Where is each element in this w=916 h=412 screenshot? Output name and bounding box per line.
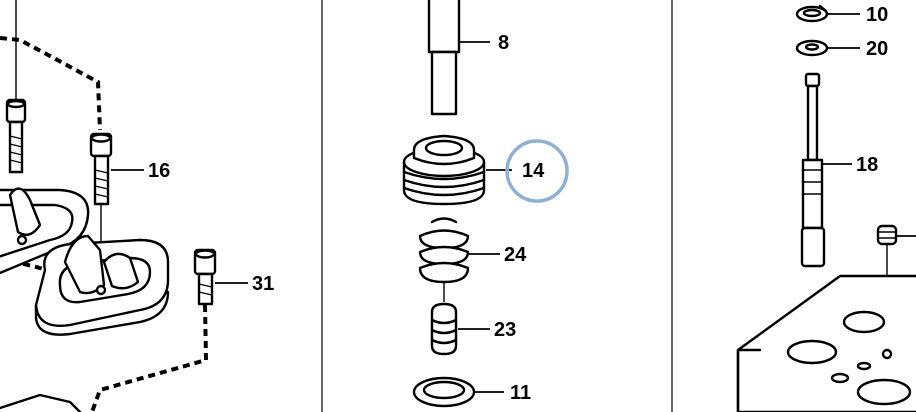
callout-label-18[interactable]: 18: [856, 154, 878, 176]
washer-11: [412, 376, 476, 408]
callout-label-16[interactable]: 16: [148, 160, 170, 182]
highlight-circle-14: [505, 139, 569, 203]
callout-label-31[interactable]: 31: [252, 273, 274, 295]
right-panel: [736, 4, 916, 412]
rocker-bridge-center: [34, 234, 170, 336]
valve-seal-23: [430, 302, 458, 356]
assembly-dash-line-bottom: [90, 304, 209, 412]
valve-stem-8: [427, 0, 461, 116]
assembly-dash-line-top: [0, 36, 102, 131]
valve-spring-24: [418, 217, 470, 302]
cylinder-head-block: [736, 274, 916, 412]
left-panel: [0, 0, 217, 412]
callout-label-14[interactable]: 14: [522, 160, 545, 182]
washer-20: [795, 39, 829, 57]
cap-screw-31: [193, 248, 217, 306]
spring-retainer-14: [402, 134, 486, 206]
cylinder-head-corner-left: [0, 393, 82, 412]
cap-screw-left: [5, 98, 27, 174]
callout-leaders: [111, 13, 916, 393]
center-panel: [402, 0, 486, 408]
callout-label-24[interactable]: 24: [504, 244, 527, 266]
callout-label-20[interactable]: 20: [866, 38, 888, 60]
callout-label-10[interactable]: 10: [866, 4, 888, 26]
push-rod-18: [800, 72, 826, 268]
callout-label-23[interactable]: 23: [494, 319, 516, 341]
callout-label-11[interactable]: 11: [510, 382, 531, 404]
snap-ring-10: [795, 4, 829, 23]
callout-label-8[interactable]: 8: [498, 32, 509, 54]
